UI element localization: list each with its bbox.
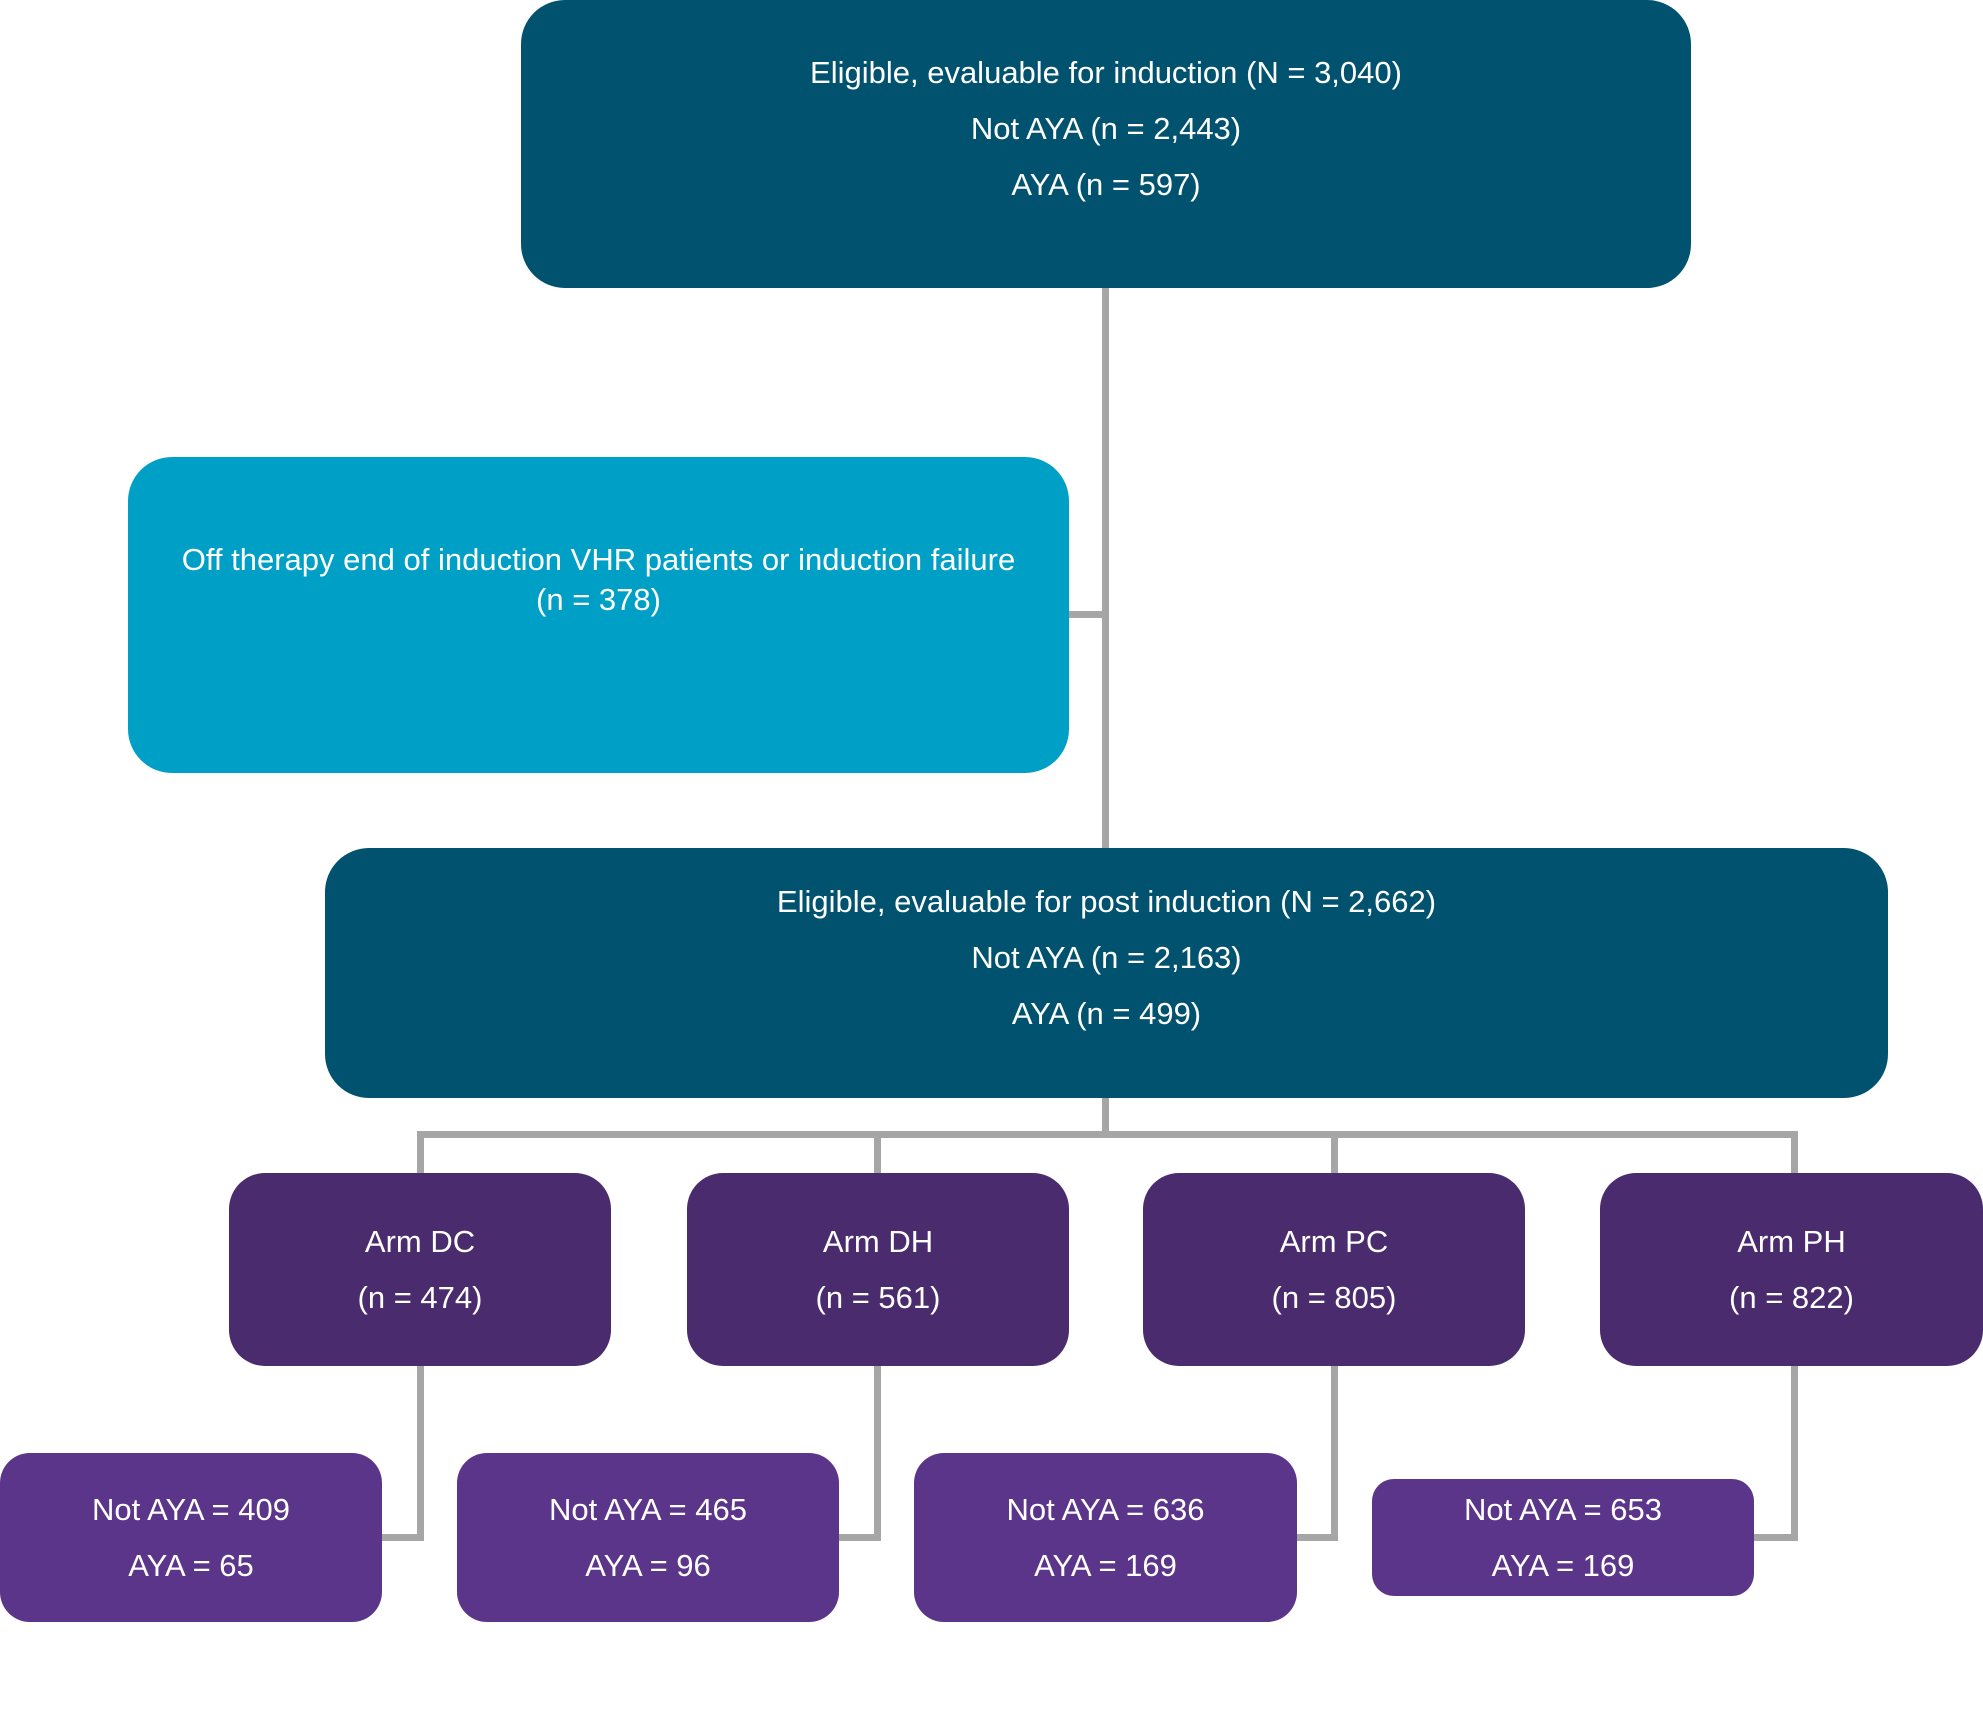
connector-main-vertical	[1102, 286, 1109, 850]
connector-arm-ph-drop	[1791, 1131, 1798, 1176]
connector-pc-breakdown-vertical	[1331, 1364, 1338, 1541]
connector-ph-breakdown-vertical	[1791, 1364, 1798, 1541]
post-induction-box: Eligible, evaluable for post induction (…	[325, 848, 1888, 1098]
induction-box: Eligible, evaluable for induction (N = 3…	[521, 0, 1691, 288]
arm-ph-aya: AYA = 169	[1491, 1547, 1635, 1583]
connector-dc-breakdown-horizontal	[380, 1534, 424, 1541]
arm-ph-not-aya: Not AYA = 653	[1464, 1491, 1662, 1527]
arm-pc-box: Arm PC (n = 805)	[1143, 1173, 1525, 1366]
arm-pc-breakdown-box: Not AYA = 636 AYA = 169	[914, 1453, 1297, 1622]
induction-not-aya: Not AYA (n = 2,443)	[970, 111, 1242, 146]
arm-dc-name: Arm DC	[364, 1223, 476, 1259]
arm-ph-name: Arm PH	[1737, 1223, 1846, 1259]
connector-dh-breakdown-horizontal	[837, 1534, 881, 1541]
arm-dh-count: (n = 561)	[815, 1279, 941, 1315]
arm-pc-name: Arm PC	[1279, 1223, 1389, 1259]
arm-dc-count: (n = 474)	[357, 1279, 483, 1315]
arm-pc-not-aya: Not AYA = 636	[1006, 1491, 1205, 1527]
arm-dc-breakdown-box: Not AYA = 409 AYA = 65	[0, 1453, 382, 1622]
arm-pc-count: (n = 805)	[1271, 1279, 1397, 1315]
connector-arms-horizontal	[417, 1131, 1798, 1138]
induction-title: Eligible, evaluable for induction (N = 3…	[810, 55, 1402, 90]
connector-post-to-arms	[1102, 1096, 1109, 1138]
post-induction-title: Eligible, evaluable for post induction (…	[776, 884, 1437, 919]
arm-dh-breakdown-box: Not AYA = 465 AYA = 96	[457, 1453, 839, 1622]
connector-arm-dh-drop	[874, 1131, 881, 1176]
arm-dc-aya: AYA = 65	[128, 1547, 254, 1583]
connector-pc-breakdown-horizontal	[1295, 1534, 1338, 1541]
arm-ph-box: Arm PH (n = 822)	[1600, 1173, 1983, 1366]
post-induction-aya: AYA (n = 499)	[1011, 996, 1202, 1031]
arm-pc-aya: AYA = 169	[1034, 1547, 1177, 1583]
arm-dc-not-aya: Not AYA = 409	[92, 1491, 290, 1527]
connector-ph-breakdown-horizontal	[1752, 1534, 1798, 1541]
connector-dc-breakdown-vertical	[417, 1364, 424, 1541]
arm-dh-not-aya: Not AYA = 465	[549, 1491, 747, 1527]
arm-dh-aya: AYA = 96	[585, 1547, 711, 1583]
arm-ph-count: (n = 822)	[1729, 1279, 1854, 1315]
connector-arm-pc-drop	[1331, 1131, 1338, 1176]
connector-arm-dc-drop	[417, 1131, 424, 1176]
arm-ph-breakdown-box: Not AYA = 653 AYA = 169	[1372, 1479, 1754, 1596]
post-induction-not-aya: Not AYA (n = 2,163)	[971, 940, 1242, 975]
connector-off-therapy	[1067, 611, 1107, 618]
arm-dc-box: Arm DC (n = 474)	[229, 1173, 611, 1366]
induction-aya: AYA (n = 597)	[1011, 167, 1201, 202]
off-therapy-text: Off therapy end of induction VHR patient…	[181, 542, 1016, 617]
off-therapy-box: Off therapy end of induction VHR patient…	[128, 457, 1069, 773]
arm-dh-name: Arm DH	[822, 1223, 934, 1259]
connector-dh-breakdown-vertical	[874, 1364, 881, 1541]
arm-dh-box: Arm DH (n = 561)	[687, 1173, 1069, 1366]
